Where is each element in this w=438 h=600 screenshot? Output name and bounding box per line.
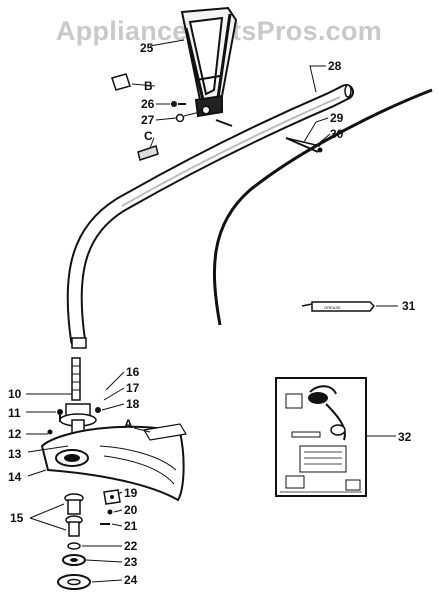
drive-shaft-tube [66, 84, 354, 349]
callout-21: 21 [124, 519, 138, 533]
callout-11: 11 [8, 406, 21, 420]
part-15-hub [64, 493, 84, 537]
callout-28: 28 [328, 59, 342, 73]
part-23-nut [62, 554, 86, 566]
callout-a: A [124, 417, 133, 431]
callout-23: 23 [124, 555, 138, 569]
callout-19: 19 [124, 486, 138, 500]
callout-14: 14 [8, 470, 22, 484]
callout-10: 10 [8, 387, 22, 401]
part-27-nut [175, 111, 201, 123]
callout-32: 32 [398, 430, 412, 444]
callout-labels: 25 B 26 27 C 28 29 30 31 32 10 11 12 13 … [8, 41, 416, 587]
part-14-grass-shield [40, 423, 187, 502]
part-12-screw [47, 429, 53, 435]
callout-22: 22 [124, 539, 138, 553]
part-24-disk [57, 574, 91, 590]
callout-26: 26 [141, 97, 155, 111]
callout-18: 18 [126, 397, 140, 411]
callout-25: 25 [140, 41, 154, 55]
part-22-washer [67, 542, 81, 550]
part-c-pad [137, 145, 159, 161]
part-32-manual [275, 377, 367, 497]
callout-15: 15 [10, 511, 24, 525]
callout-24: 24 [124, 573, 138, 587]
callout-20: 20 [124, 503, 138, 517]
part-31-grease-tube: GREASE [301, 301, 376, 312]
callout-13: 13 [8, 447, 22, 461]
callout-c: C [144, 129, 153, 143]
flex-drive-cable [212, 88, 433, 326]
part-b-decal [111, 73, 131, 91]
callout-30: 30 [330, 127, 344, 141]
grease-tube-label: GREASE [324, 305, 341, 310]
part-20-screw [107, 509, 113, 515]
callout-12: 12 [8, 427, 22, 441]
leader-lines [26, 39, 398, 583]
callout-31: 31 [402, 299, 416, 313]
callout-29: 29 [330, 111, 344, 125]
part-10-shaft [71, 357, 81, 401]
part-29-30-pin [285, 137, 323, 153]
callout-16: 16 [126, 365, 140, 379]
callout-b: B [144, 79, 153, 93]
handle-assembly [180, 6, 238, 127]
callout-17: 17 [126, 381, 140, 395]
callout-27: 27 [141, 113, 155, 127]
part-26-screw [171, 101, 186, 107]
part-19-clip [103, 489, 121, 505]
